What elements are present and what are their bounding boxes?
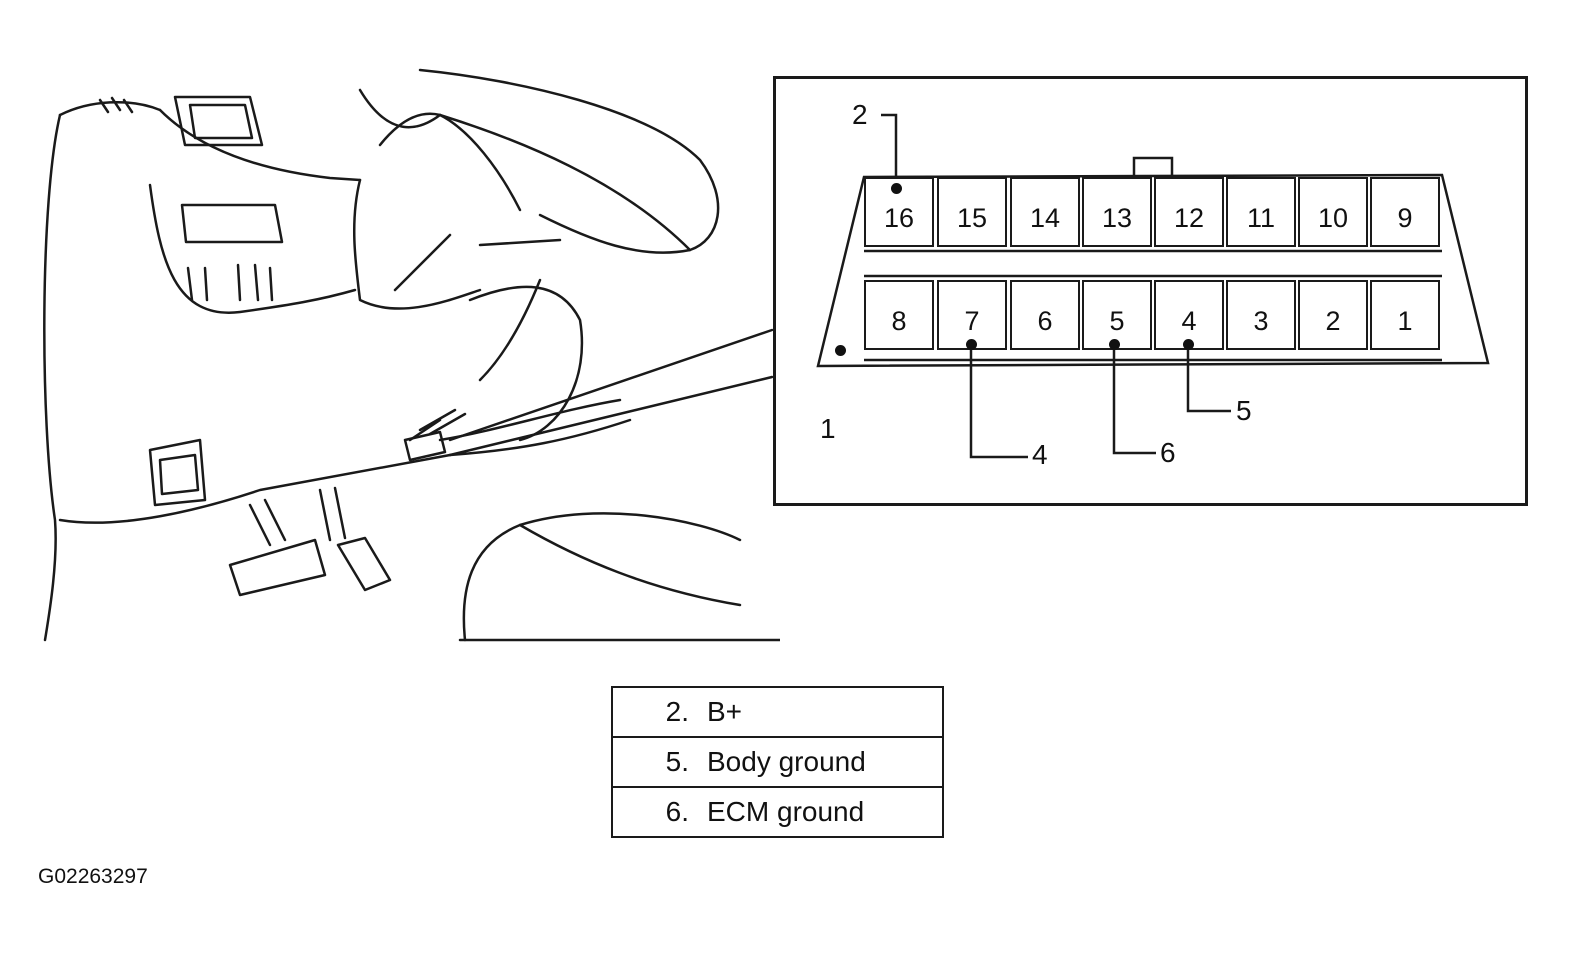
dot-pin-5	[1109, 339, 1120, 350]
legend-number: 6.	[611, 786, 689, 838]
dot-pin-7	[966, 339, 977, 350]
brake-pedal	[228, 538, 327, 597]
steering-column	[352, 178, 482, 310]
connector-outline	[816, 113, 1490, 459]
pin-7: 7	[937, 280, 1007, 350]
dash-left-edge	[43, 113, 62, 642]
leader-4	[969, 347, 1028, 459]
steering-wheel	[418, 68, 720, 254]
leader-line	[448, 328, 774, 442]
accelerator-pedal	[336, 536, 392, 592]
connector-inset: 16 15 14 13 12 11 10 9 8 7 6 5 4 3 2 1 2…	[773, 76, 1528, 506]
callout-4: 4	[1032, 439, 1048, 470]
legend-row: 6. ECM ground	[611, 786, 944, 838]
pin-11: 11	[1226, 177, 1296, 247]
legend-row: 2. B+	[611, 686, 944, 738]
pin-8: 8	[864, 280, 934, 350]
figure-id: G02263297	[38, 865, 148, 888]
callout-6: 6	[1160, 437, 1176, 468]
pin-3: 3	[1226, 280, 1296, 350]
pin-15: 15	[937, 177, 1007, 247]
legend-table: 2. B+ 5. Body ground 6. ECM ground	[611, 686, 944, 838]
pin-6: 6	[1010, 280, 1080, 350]
callout-2: 2	[852, 99, 868, 130]
pin-16: 16	[864, 177, 934, 247]
pin-1: 1	[1370, 280, 1440, 350]
pin-13: 13	[1082, 177, 1152, 247]
legend-label: B+	[689, 686, 944, 738]
pin-9: 9	[1370, 177, 1440, 247]
callout-5: 5	[1236, 395, 1252, 426]
leader-5	[1186, 347, 1231, 413]
dashboard-illustration	[43, 68, 780, 642]
switch-panel	[180, 203, 284, 244]
leader-2	[881, 113, 898, 184]
dot-housing	[835, 345, 846, 356]
pin-10: 10	[1298, 177, 1368, 247]
pin-5: 5	[1082, 280, 1152, 350]
legend-label: ECM ground	[689, 786, 944, 838]
dot-pin-16	[891, 183, 902, 194]
legend-number: 5.	[611, 736, 689, 788]
pin-12: 12	[1154, 177, 1224, 247]
legend-number: 2.	[611, 686, 689, 738]
connector-housing	[816, 173, 1490, 368]
pin-4: 4	[1154, 280, 1224, 350]
leader-6	[1112, 347, 1156, 455]
connector-key-tab	[1132, 156, 1174, 175]
dash-connector	[403, 430, 447, 462]
legend-row: 5. Body ground	[611, 736, 944, 788]
pin-2: 2	[1298, 280, 1368, 350]
legend-label: Body ground	[689, 736, 944, 788]
dot-pin-4	[1183, 339, 1194, 350]
callout-1: 1	[820, 413, 836, 444]
pin-14: 14	[1010, 177, 1080, 247]
